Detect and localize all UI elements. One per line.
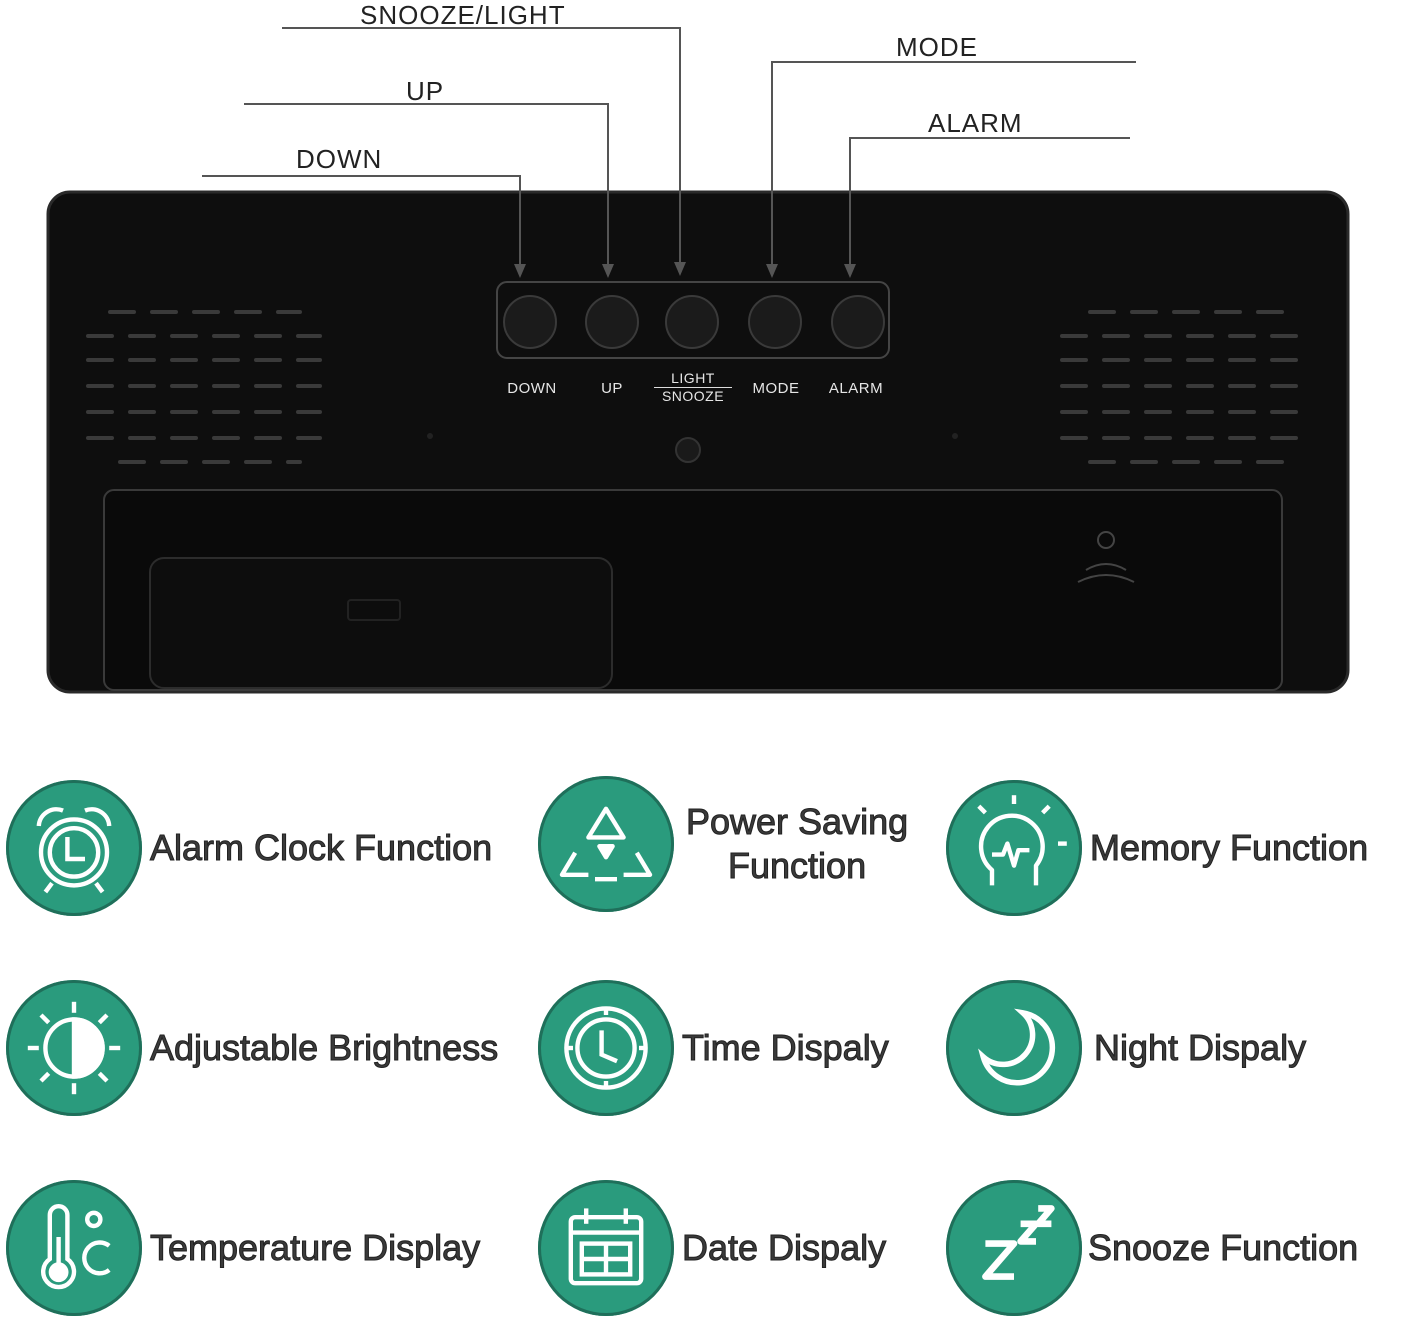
moon-icon <box>946 980 1082 1116</box>
feature-label: Alarm Clock Function <box>149 827 493 869</box>
battery-cover <box>149 557 613 689</box>
callout-down: DOWN <box>296 144 383 174</box>
right-speaker-grille <box>1060 310 1312 464</box>
callout-alarm: ALARM <box>928 108 1023 138</box>
feature-label: Power Saving Function <box>685 800 909 888</box>
feature-night-display: Night Dispaly <box>946 980 1307 1116</box>
clock-back-illustration <box>46 27 1350 694</box>
clock-icon <box>538 980 674 1116</box>
feature-label: Night Dispaly <box>1093 1027 1307 1069</box>
snooze-icon <box>946 1180 1082 1316</box>
feature-temperature: Temperature Display <box>6 1180 481 1316</box>
feature-power-saving: Power Saving Function <box>538 776 909 912</box>
callout-up: UP <box>406 76 445 106</box>
feature-memory: Memory Function <box>946 780 1369 916</box>
feature-label-line2: Function <box>728 845 867 887</box>
panel-label-alarm: ALARM <box>828 380 884 397</box>
brain-head-icon <box>946 780 1082 916</box>
alarm-clock-icon <box>6 780 142 916</box>
panel-label-down: DOWN <box>507 380 557 397</box>
feature-brightness: Adjustable Brightness <box>6 980 499 1116</box>
feature-label: Memory Function <box>1089 827 1369 869</box>
callout-leaders <box>202 27 1136 272</box>
brightness-icon <box>6 980 142 1116</box>
left-speaker-grille <box>86 310 322 464</box>
calendar-icon <box>538 1180 674 1316</box>
callout-arrowheads <box>514 262 856 278</box>
panel-label-light-snooze: LIGHT SNOOZE <box>654 370 732 405</box>
feature-snooze: Snooze Function <box>946 1180 1359 1316</box>
dc-jack <box>1077 531 1135 583</box>
feature-alarm-clock: Alarm Clock Function <box>6 780 493 916</box>
feature-label: Adjustable Brightness <box>149 1027 499 1069</box>
panel-label-mode: MODE <box>752 380 800 397</box>
callout-snooze-light: SNOOZE/LIGHT <box>360 0 566 30</box>
panel-label-up: UP <box>601 380 623 397</box>
feature-date-display: Date Dispaly <box>538 1180 887 1316</box>
feature-label: Date Dispaly <box>681 1227 887 1269</box>
panel-label-light: LIGHT <box>654 370 732 388</box>
thermometer-icon <box>6 1180 142 1316</box>
panel-label-snooze: SNOOZE <box>661 388 725 404</box>
panel-buttons <box>503 295 885 349</box>
button-panel <box>496 281 890 359</box>
recycle-icon <box>538 776 674 912</box>
callout-mode: MODE <box>896 32 978 62</box>
feature-time-display: Time Dispaly <box>538 980 889 1116</box>
feature-label: Temperature Display <box>149 1227 481 1269</box>
feature-label: Time Dispaly <box>682 1027 890 1069</box>
feature-label: Snooze Function <box>1087 1227 1359 1269</box>
feature-label-line1: Power Saving <box>685 801 909 843</box>
